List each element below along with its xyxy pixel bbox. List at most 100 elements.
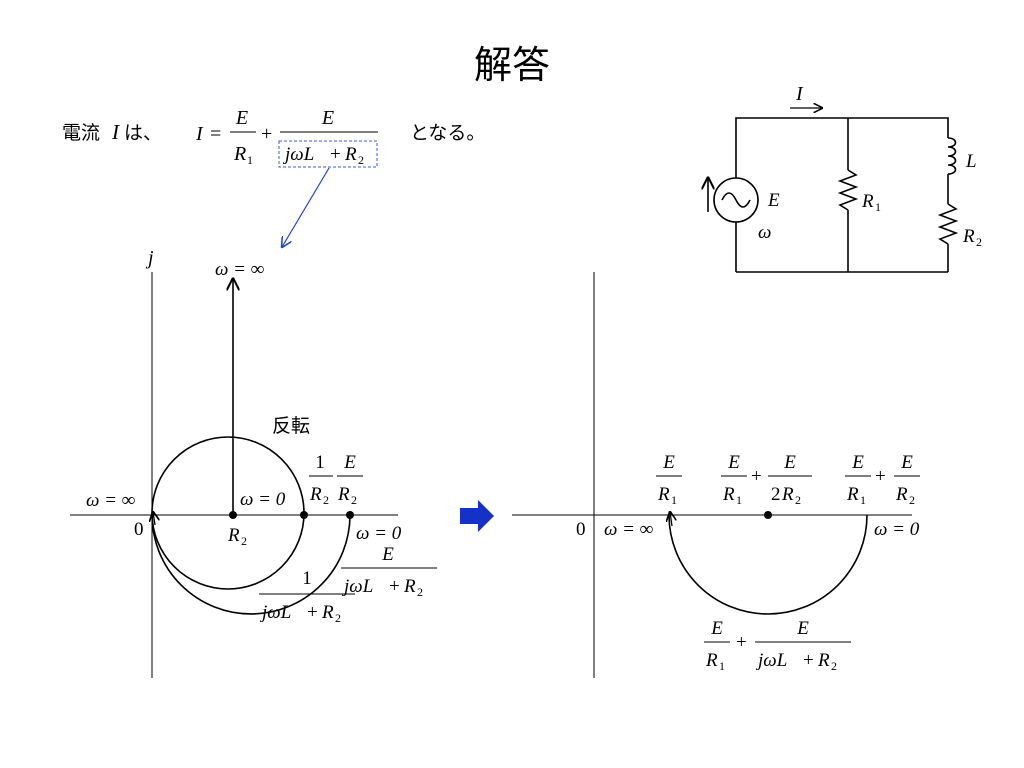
right-d2-den-sub: 2 — [831, 659, 837, 673]
right-c1-den-var: R — [846, 484, 859, 505]
left-inverted-circle — [151, 436, 305, 590]
circuit-freq-label: ω — [758, 222, 771, 243]
left-axis-j-label: j — [145, 247, 154, 269]
right-d1-den-sub: 1 — [719, 659, 725, 673]
left-omega-zero-center: ω = 0 — [240, 489, 286, 510]
left-inner-den-sub: 2 — [335, 611, 341, 625]
formula-den2-pre: jωL — [282, 144, 314, 165]
left-outer-semicircle — [151, 514, 351, 615]
circuit-r2-sub: 2 — [976, 235, 982, 249]
right-b2-den-var: R — [781, 484, 794, 505]
circuit-current-label: I — [795, 83, 804, 105]
left-flip-label: 反転 — [272, 415, 310, 437]
right-omega-zero: ω = 0 — [874, 519, 920, 540]
left-inner-den-plus: + — [307, 602, 318, 623]
left-tick1-den-sub: 2 — [323, 493, 329, 507]
right-c-plus: + — [875, 466, 886, 487]
page-title: 解答 — [474, 43, 550, 87]
right-b1-num: E — [727, 452, 740, 473]
right-d2-den-plus: + — [803, 650, 814, 671]
left-omega-zero-right: ω = 0 — [356, 523, 402, 544]
formula-num-1: E — [235, 107, 248, 129]
formula-den2-sub: 2 — [358, 153, 364, 167]
right-d1-den-var: R — [705, 650, 718, 671]
right-zero-label: 0 — [576, 519, 586, 540]
formula-den1-var: R — [233, 143, 246, 165]
right-omega-inf: ω = ∞ — [604, 519, 653, 540]
left-omega-inf-left: ω = ∞ — [86, 490, 135, 511]
left-omega-inf-top: ω = ∞ — [215, 259, 264, 280]
left-inner-den-pre: jωL — [259, 602, 291, 623]
formula-den2-var: R — [344, 144, 357, 165]
formula-eq: = — [210, 123, 221, 145]
left-mid-dot — [300, 511, 308, 519]
left-outer-den-plus: + — [389, 576, 400, 597]
right-center-dot — [764, 511, 772, 519]
circuit-r2-var: R — [962, 226, 975, 247]
left-outer-den-pre: jωL — [341, 576, 373, 597]
r2-zigzag — [937, 203, 959, 245]
left-tick2-num: E — [343, 452, 356, 473]
right-a-num: E — [662, 452, 675, 473]
formula-lhs: I — [195, 123, 204, 145]
left-plot — [70, 272, 398, 678]
right-c1-num: E — [851, 452, 864, 473]
inductor-coil — [947, 137, 957, 175]
right-c1-den-sub: 1 — [860, 493, 866, 507]
circuit-diagram — [708, 108, 959, 273]
circuit-r1-var: R — [861, 191, 874, 212]
left-inner-num: 1 — [302, 568, 312, 589]
right-b1-den-var: R — [722, 484, 735, 505]
right-d2-den-var: R — [817, 650, 830, 671]
left-tick1-den-var: R — [309, 484, 322, 505]
intro-var: I — [111, 120, 120, 144]
right-c2-den-var: R — [895, 484, 908, 505]
right-a-den-var: R — [657, 484, 670, 505]
pointer-arrow — [282, 167, 330, 247]
right-b2-den-sub: 2 — [795, 493, 801, 507]
left-outer-num: E — [381, 544, 394, 565]
circuit-source-label: E — [767, 190, 780, 211]
left-zero-label: 0 — [134, 519, 144, 540]
right-b-plus: + — [751, 466, 762, 487]
right-d-plus: + — [736, 632, 747, 653]
formula-plus: + — [261, 123, 272, 145]
right-d2-den-pre: jωL — [755, 650, 787, 671]
right-end-arrow — [670, 512, 672, 527]
formula-num-2: E — [321, 107, 334, 129]
left-end-dot — [346, 511, 354, 519]
left-outer-den-sub: 2 — [417, 585, 423, 599]
r1-zigzag — [837, 169, 859, 211]
intro-suffix: となる。 — [410, 122, 485, 144]
formula-den2-plus: + — [330, 144, 341, 165]
current-formula: I = E R 1 + E jωL + R 2 — [195, 107, 378, 168]
left-tick2-den-var: R — [337, 484, 350, 505]
right-d1-num: E — [710, 618, 723, 639]
right-plot — [512, 272, 912, 678]
intro-mid: は、 — [124, 122, 162, 144]
left-end-arrow — [153, 512, 155, 526]
right-d2-num: E — [796, 618, 809, 639]
left-tick2-den-sub: 2 — [351, 493, 357, 507]
left-inner-den-var: R — [321, 602, 334, 623]
formula-den1-sub: 1 — [247, 153, 253, 167]
right-semicircle-locus — [668, 514, 868, 615]
right-a-den-sub: 1 — [671, 493, 677, 507]
left-center-sub: 2 — [241, 534, 247, 548]
circuit-l-label: L — [965, 151, 977, 172]
intro-prefix: 電流 — [62, 122, 100, 144]
right-c2-den-sub: 2 — [909, 493, 915, 507]
left-outer-den-var: R — [403, 576, 416, 597]
left-center-var: R — [227, 525, 240, 546]
left-center-dot — [229, 511, 237, 519]
left-tick1-num: 1 — [315, 452, 325, 473]
right-b2-den-pre: 2 — [771, 484, 781, 505]
circuit-r1-sub: 1 — [875, 200, 881, 214]
intro-line: 電流 I は、 となる。 — [62, 120, 485, 144]
right-b2-num: E — [783, 452, 796, 473]
transition-arrow-icon — [460, 500, 494, 532]
sine-wave-icon — [721, 192, 751, 208]
right-b1-den-sub: 1 — [736, 493, 742, 507]
highlight-box — [278, 140, 378, 168]
